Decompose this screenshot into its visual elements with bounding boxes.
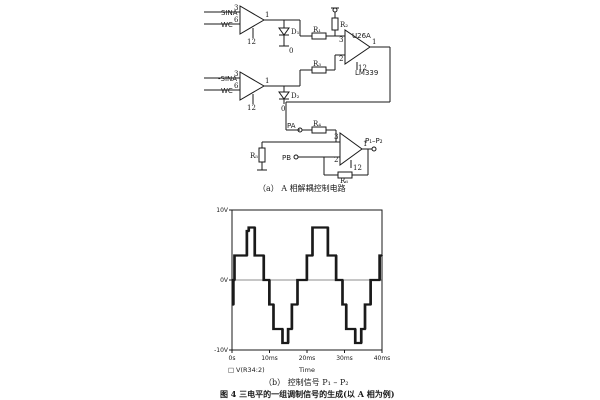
x-tick-label: 40ms [374,355,391,362]
d1-label: D₁ [291,28,300,36]
r1-label: R₁ [313,26,321,34]
out-op-pin-plus: 3 [334,133,338,141]
resistor-r2 [331,17,339,31]
chart: -10V 0V 10V 0s 10ms 20ms 30ms 40ms Time □ V(R3… [214,207,390,374]
pb-label: PB [282,154,291,162]
resistor-r5 [258,147,266,163]
supply-terminal [332,7,338,13]
r5-label: R₅ [250,152,258,160]
d1-ground-mark: 0 [289,47,293,55]
op1-input-plus-label: SINA [221,9,238,17]
x-tick-label: 20ms [299,355,316,362]
op2-pin-out: 1 [265,77,269,85]
u26a-pin-plus: 3 [339,36,343,44]
op2-input-minus-label: WC [221,87,233,95]
op2-input-plus-label: -SINA [218,75,237,83]
r3-label: R₃ [313,60,321,68]
r2-label: R₂ [340,21,348,29]
x-tick-label: 10ms [261,355,278,362]
out-op-pin-minus: 2 [334,156,338,164]
u26a-pin-out: 1 [372,38,376,46]
output-terminal [371,146,377,152]
op1-pin-minus: 6 [234,16,239,24]
lm339-label: LM339 [355,69,378,77]
op2-pin-plus: 3 [234,70,238,78]
u26a-pin-supply: 12 [358,64,367,72]
d2-label: D₂ [291,92,300,100]
y-tick-label: 10V [216,207,229,214]
op1-pin-supply: 12 [247,38,256,46]
x-tick-label: 0s [229,355,236,362]
op1-pin-out: 1 [265,11,269,19]
caption-b: （b） 控制信号 P₁ – P₂ [264,378,349,387]
caption-a: （a） A 相解耦控制电路 [258,184,346,193]
series-line [232,226,382,345]
u26a-pin-minus: 2 [339,55,343,63]
op1-input-minus-label: WC [221,21,233,29]
circuit-labels: SINA WC 3 6 1 12 D₁ 0 R₁ R₂ U26A 3 2 1 1… [218,4,383,185]
y-tick-label: -10V [214,347,229,354]
u26a-label: U26A [352,32,371,40]
series-line-overlap [233,227,383,344]
figure-caption: 图 4 三电平的一组调制信号的生成(以 A 相为例) [220,389,395,399]
op1-pin-plus: 3 [234,4,238,12]
comparator-1-symbol [239,5,265,35]
op2-pin-supply: 12 [247,104,256,112]
y-tick-label: 0V [220,277,229,284]
output-label: P₁–P₂ [365,137,383,145]
r6-label: R₆ [340,177,348,185]
op2-pin-minus: 6 [234,82,239,90]
y-axis-ticks: -10V 0V 10V [214,207,232,354]
x-axis-ticks: 0s 10ms 20ms 30ms 40ms [229,350,391,362]
out-op-pin-out: 1 [363,140,367,148]
comparator-u26a-symbol [344,29,371,65]
pa-label: PA [287,122,296,130]
opamp-output-symbol [339,132,363,166]
x-axis-label: Time [298,366,315,374]
diode-d2-symbol [278,91,290,100]
r4-label: R₄ [313,120,321,128]
legend-marker: □ [228,366,234,374]
circuit-diagram [204,5,391,179]
x-tick-label: 30ms [336,355,353,362]
d2-ground-mark: 0 [281,105,285,113]
out-op-pin-supply: 12 [353,164,362,172]
pb-terminal [293,154,299,160]
legend-entry: V(R34:2) [236,366,265,374]
diode-d1-symbol [278,27,290,36]
series-layer [232,226,383,345]
comparator-2-symbol [239,71,265,101]
